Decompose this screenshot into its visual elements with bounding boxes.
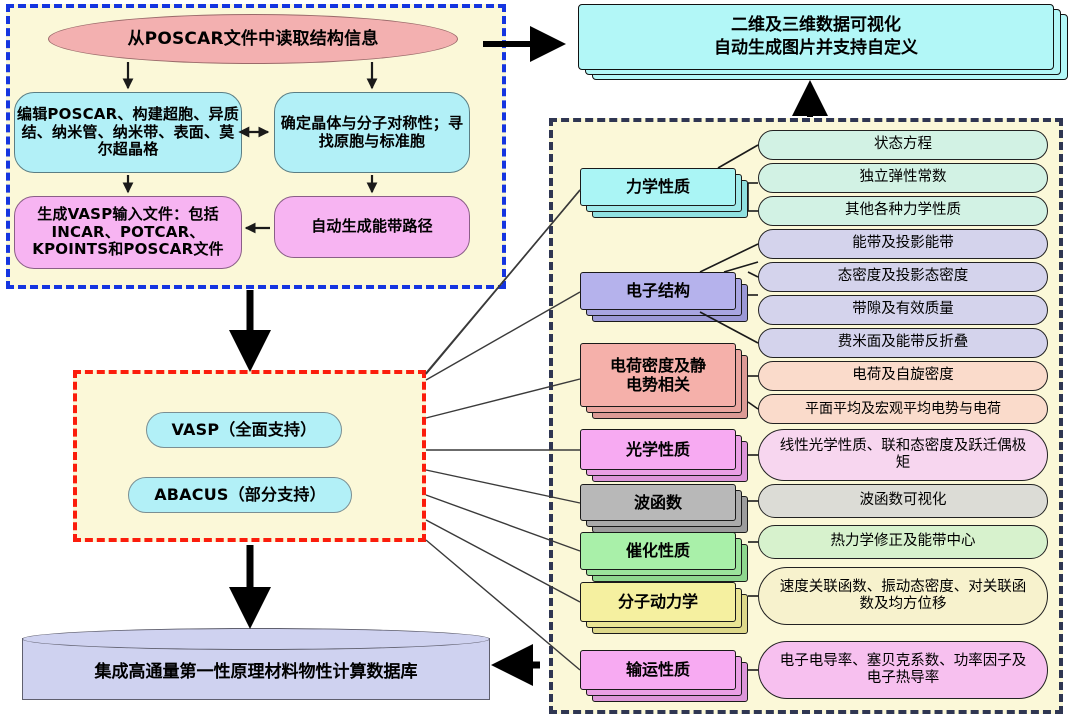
category-label: 电子结构 [580, 272, 736, 310]
detail-thermodynamic-correction[interactable]: 热力学修正及能带中心 [758, 525, 1048, 559]
category-label: 输运性质 [580, 650, 736, 690]
category-catalysis[interactable]: 催化性质 [580, 532, 748, 582]
category-wavefunction[interactable]: 波函数 [580, 484, 748, 533]
node-generate-vasp-inputs[interactable]: 生成VASP输入文件：包括INCAR、POTCAR、KPOINTS和POSCAR… [14, 196, 242, 269]
detail-md-analysis[interactable]: 速度关联函数、振动态密度、对关联函数及均方位移 [758, 567, 1048, 625]
visualization-line-1: 二维及三维数据可视化 [731, 15, 901, 36]
detail-planar-macroscopic-average[interactable]: 平面平均及宏观平均电势与电荷 [758, 394, 1048, 424]
node-edit-structure[interactable]: 编辑POSCAR、构建超胞、异质结、纳米管、纳米带、表面、莫尔超晶格 [14, 92, 242, 173]
detail-optical-properties[interactable]: 线性光学性质、联和态密度及跃迁偶极矩 [758, 429, 1048, 481]
detail-fermi-surface-unfolding[interactable]: 费米面及能带反折叠 [758, 328, 1048, 358]
database-cylinder[interactable]: 集成高通量第一性原理材料物性计算数据库 [22, 628, 490, 700]
detail-wavefunction-visualization[interactable]: 波函数可视化 [758, 484, 1048, 518]
detail-bandgap-effective-mass[interactable]: 带隙及有效质量 [758, 295, 1048, 325]
category-label: 催化性质 [580, 532, 736, 570]
category-charge-density[interactable]: 电荷密度及静 电势相关 [580, 343, 748, 419]
detail-transport-properties[interactable]: 电子电导率、塞贝克系数、功率因子及电子热导率 [758, 641, 1048, 699]
node-auto-band-path[interactable]: 自动生成能带路径 [274, 196, 470, 258]
category-label: 波函数 [580, 484, 736, 521]
detail-charge-spin-density[interactable]: 电荷及自旋密度 [758, 361, 1048, 391]
category-label: 电荷密度及静 电势相关 [580, 343, 736, 407]
category-label-text: 电荷密度及静 电势相关 [609, 355, 706, 394]
visualization-line-2: 自动生成图片并支持自定义 [714, 38, 918, 58]
node-read-poscar[interactable]: 从POSCAR文件中读取结构信息 [48, 14, 458, 64]
category-mechanical[interactable]: 力学性质 [580, 168, 748, 218]
detail-dos[interactable]: 态密度及投影态密度 [758, 262, 1048, 292]
category-electronic-structure[interactable]: 电子结构 [580, 272, 748, 322]
database-label: 集成高通量第一性原理材料物性计算数据库 [94, 661, 418, 682]
detail-band-structure[interactable]: 能带及投影能带 [758, 229, 1048, 259]
visualization-box[interactable]: 二维及三维数据可视化 自动生成图片并支持自定义 [578, 4, 1054, 70]
detail-equation-of-state[interactable]: 状态方程 [758, 130, 1048, 160]
detail-elastic-constants[interactable]: 独立弹性常数 [758, 163, 1048, 193]
node-vasp[interactable]: VASP（全面支持） [146, 412, 342, 448]
node-abacus[interactable]: ABACUS（部分支持） [128, 477, 352, 513]
category-transport[interactable]: 输运性质 [580, 650, 748, 702]
category-label: 分子动力学 [580, 582, 736, 622]
visualization-stack[interactable]: 二维及三维数据可视化 自动生成图片并支持自定义 [578, 4, 1068, 80]
detail-other-mechanical[interactable]: 其他各种力学性质 [758, 196, 1048, 226]
category-molecular-dynamics[interactable]: 分子动力学 [580, 582, 748, 634]
category-label: 力学性质 [580, 168, 736, 206]
supported-codes-panel [73, 370, 426, 542]
node-symmetry[interactable]: 确定晶体与分子对称性；寻找原胞与标准胞 [274, 92, 470, 173]
category-label: 光学性质 [580, 429, 736, 470]
category-optical[interactable]: 光学性质 [580, 429, 748, 482]
